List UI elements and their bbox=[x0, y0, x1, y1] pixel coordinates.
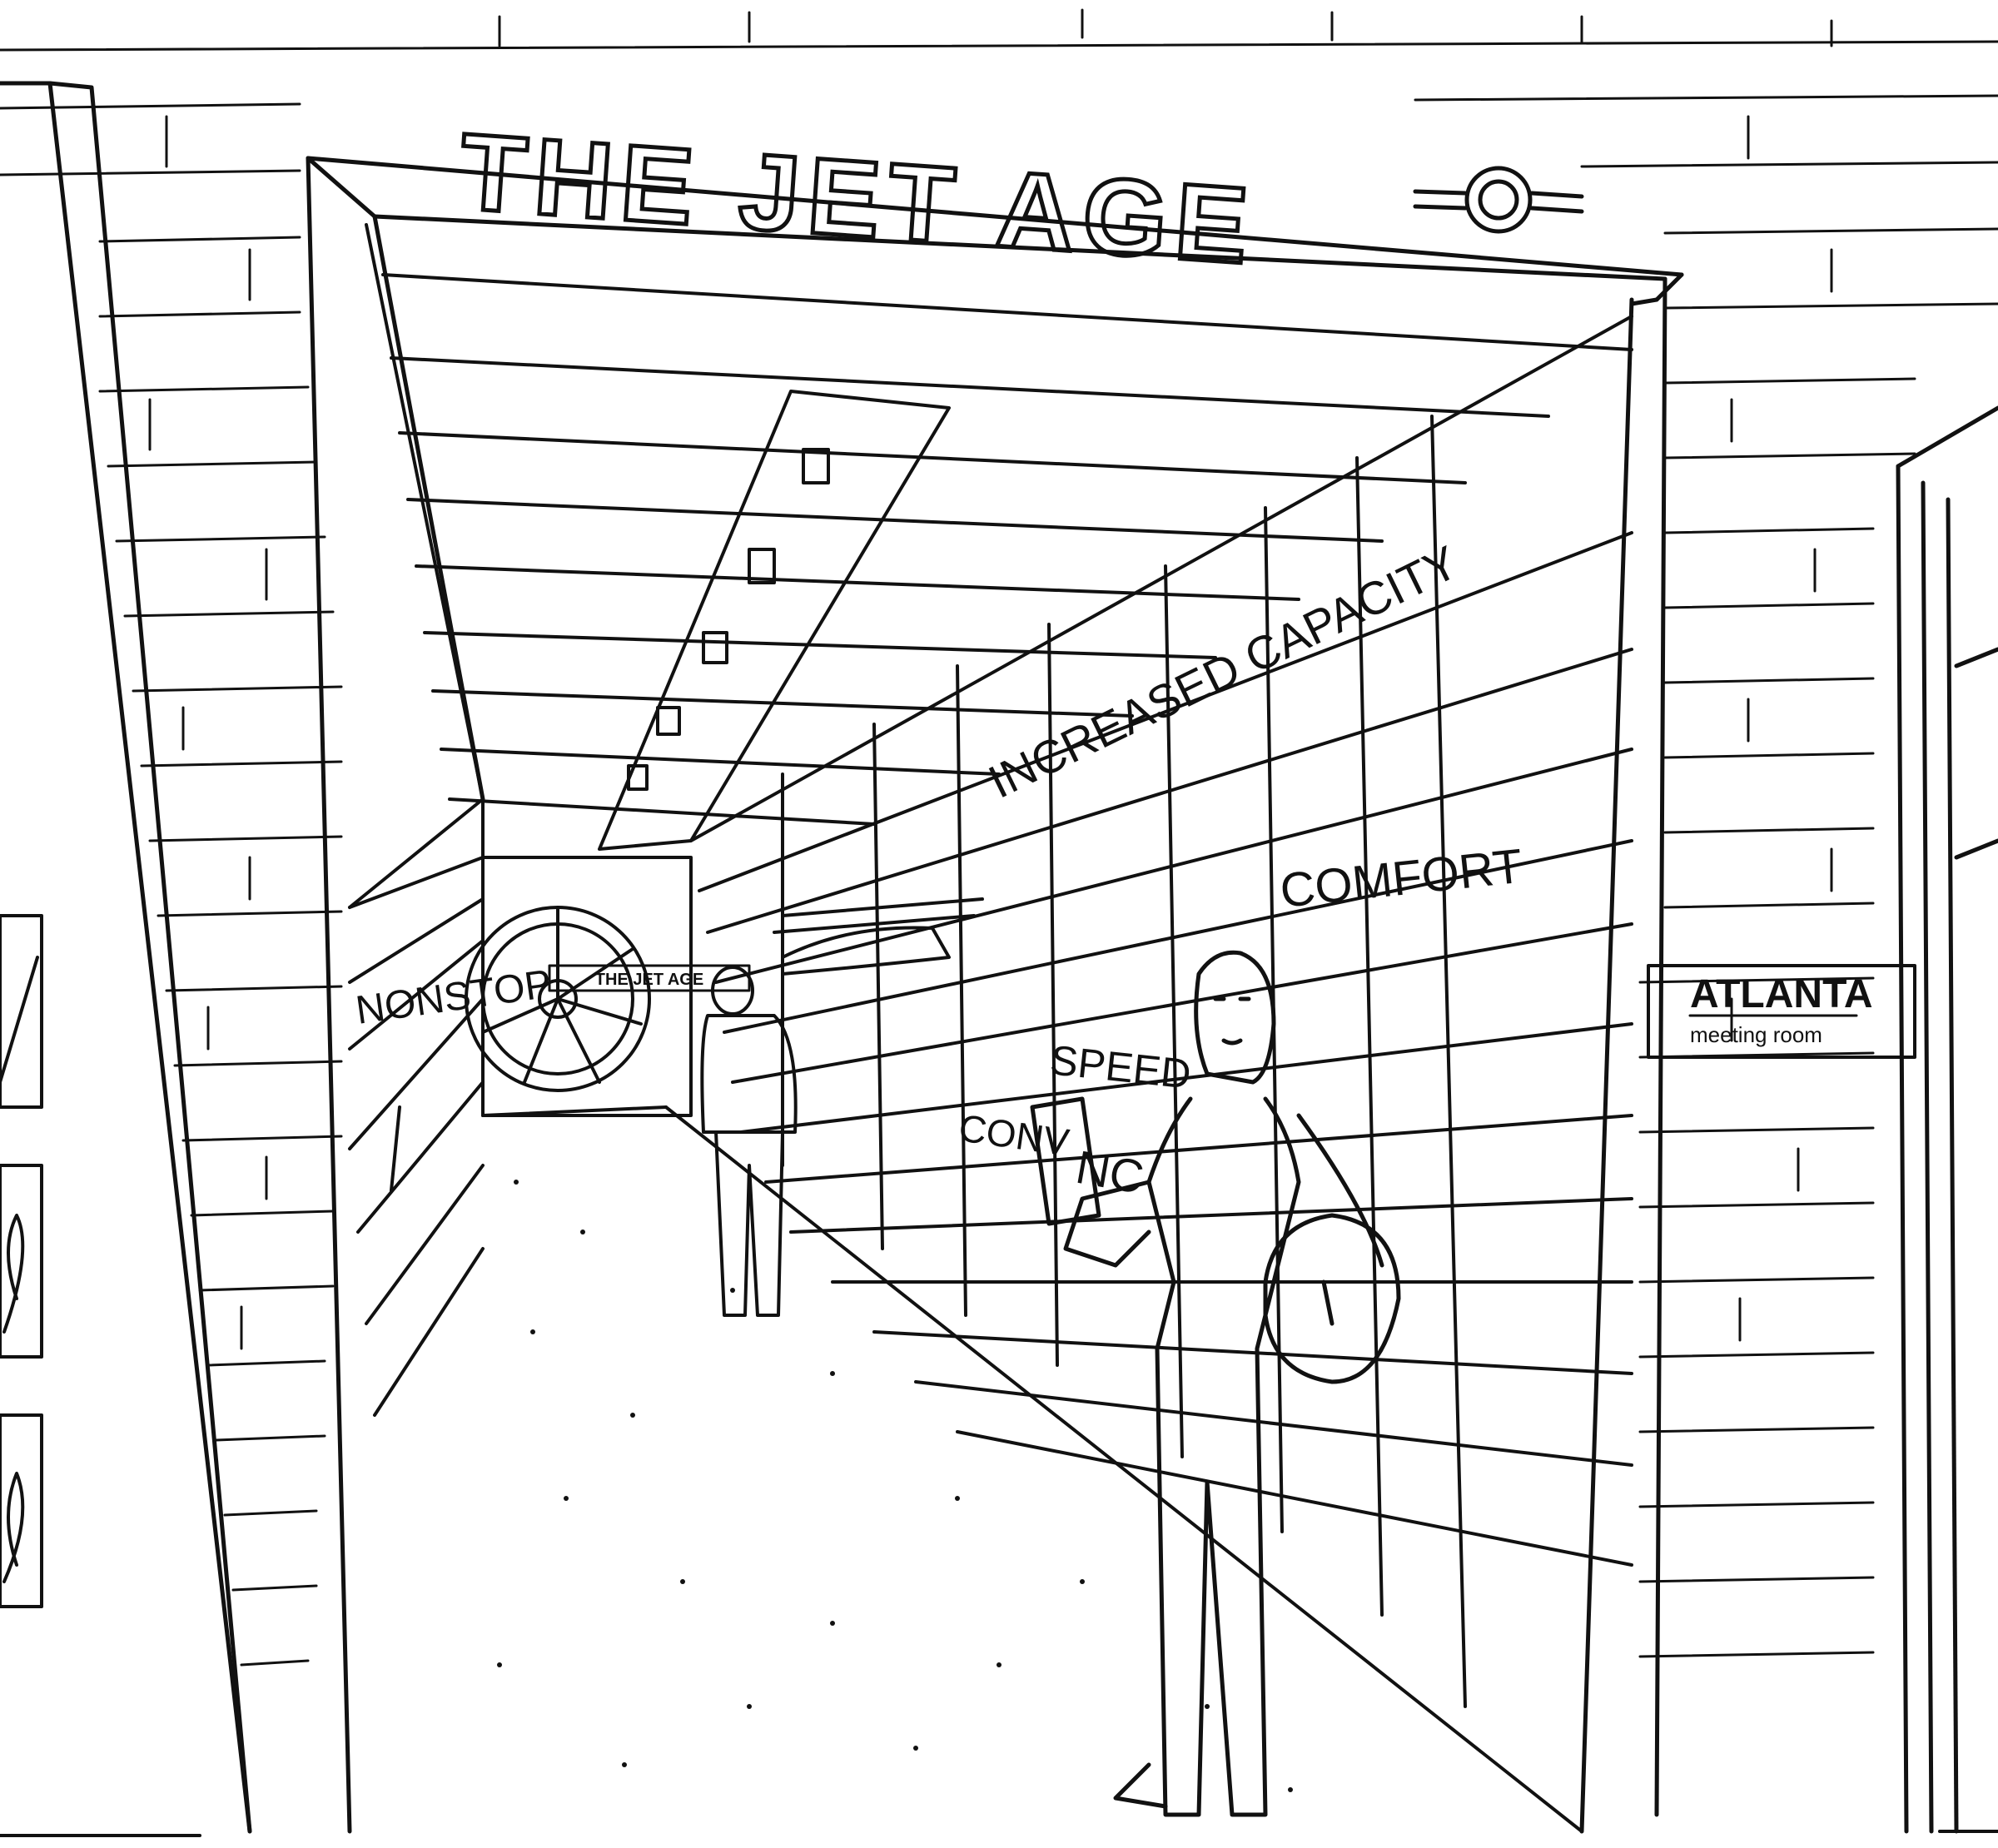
room-sign: ATLANTA meeting room bbox=[1647, 964, 1916, 1059]
tunnel-right-wall bbox=[689, 315, 1633, 1708]
room-sign-subtitle: meeting room bbox=[1690, 1022, 1822, 1047]
floor-speckles bbox=[497, 1180, 1293, 1792]
ceiling-lights bbox=[627, 448, 830, 791]
right-doorway bbox=[1896, 405, 1998, 1834]
wall-airplane-mural bbox=[781, 926, 951, 976]
back-wall-wheel-emblem bbox=[465, 856, 693, 1117]
portal-frame bbox=[306, 156, 1684, 1834]
foreground-visitor-figure bbox=[1030, 950, 1401, 1817]
left-wall-frames bbox=[0, 914, 43, 1608]
background-visitor-figure bbox=[700, 966, 798, 1317]
left-wall-panel bbox=[0, 81, 252, 1834]
room-sign-name: ATLANTA bbox=[1690, 972, 1873, 1016]
tunnel-left-wall bbox=[348, 223, 485, 1417]
bottom-edge bbox=[0, 1830, 1998, 1837]
logo-roundel-icon bbox=[1413, 166, 1584, 234]
brick-wall-texture bbox=[0, 8, 1998, 1667]
small-banner-text: THE JET AGE bbox=[595, 971, 703, 989]
